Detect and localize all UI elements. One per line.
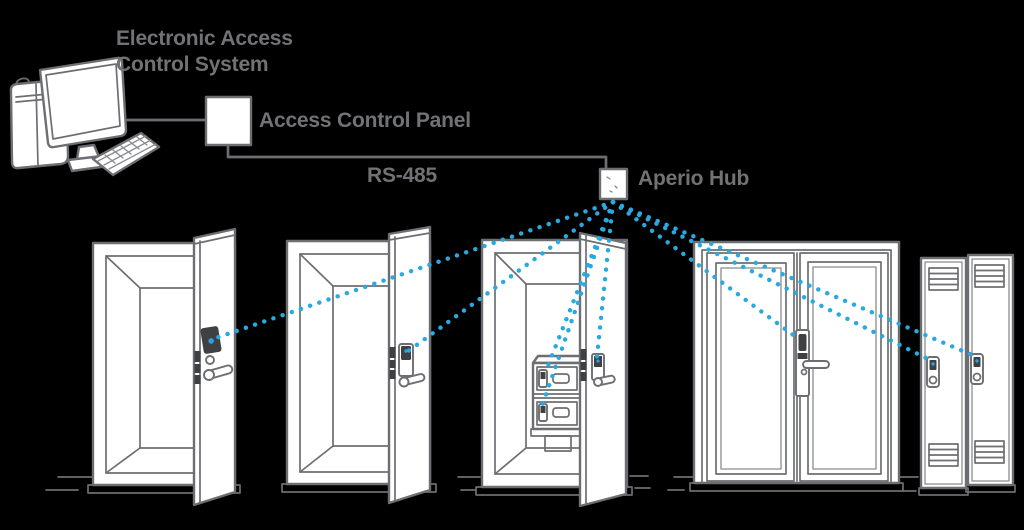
double-door-reader: [798, 334, 807, 351]
door-1: [87, 227, 241, 507]
hub-label: Aperio Hub: [638, 167, 750, 190]
access-control-panel-box: [204, 95, 253, 147]
cabinet-handle-bottom: [552, 407, 570, 418]
system-label-line1: Electronic Access: [116, 27, 293, 50]
cabinet-lock-top: [538, 369, 548, 388]
locker-1-vent-top: [928, 267, 959, 291]
computer-workstation-icon: [9, 56, 161, 177]
hub-texture: [606, 176, 618, 193]
wire-rs485-bus: [226, 145, 608, 169]
door-1-reader-led: [208, 338, 214, 344]
lockers: [918, 253, 1016, 496]
cabinet-handle-top: [552, 373, 570, 384]
double-door-lock: [795, 329, 830, 397]
wireless-links: [210, 199, 980, 409]
locker-2-vent-top: [974, 264, 1005, 288]
wireless-link-door-2-lock: [404, 199, 616, 355]
ground-marks: [45, 475, 919, 492]
wireless-link-door-3-lock: [594, 199, 616, 360]
door-2-handle: [398, 373, 426, 388]
door-3: [475, 231, 633, 508]
door-2-leaf-edges: [388, 232, 431, 502]
door-3-handle: [593, 374, 616, 387]
door-4-double: [689, 240, 904, 492]
bus-label: RS-485: [367, 164, 438, 187]
cabinet-door-bottom: [536, 401, 578, 426]
system-label: Electronic Access Control System: [116, 26, 293, 78]
locker-2-base: [965, 484, 1016, 493]
double-door-left-leaf: [706, 252, 795, 482]
double-door-sill: [689, 482, 904, 492]
door-1-cylinder: [205, 355, 215, 365]
double-door-left-panel-inner: [720, 267, 782, 470]
system-label-line2: Control System: [116, 53, 269, 76]
computer-keyboard: [91, 131, 161, 177]
panel-label: Access Control Panel: [259, 109, 471, 132]
locker-2-lock: [970, 353, 984, 385]
cabinet-divider: [532, 393, 582, 399]
double-door-keyhole: [800, 368, 808, 376]
double-door-left-panel: [715, 262, 787, 475]
door-2: [281, 225, 437, 505]
locker-2-vent-bottom: [974, 440, 1005, 464]
door-1-handle: [203, 364, 234, 381]
locker-1-vent-bottom: [928, 443, 959, 467]
double-door-reader-band: [797, 353, 808, 359]
double-door-handle: [802, 360, 830, 369]
door-3-sill: [475, 486, 633, 496]
cabinet: [530, 354, 588, 452]
aperio-hub-box: [598, 167, 629, 201]
locker-1-door: [924, 261, 963, 485]
wireless-link-locker-1-lock: [610, 199, 935, 364]
wireless-link-locker-2-lock: [610, 199, 980, 360]
door-1-leaf: [192, 227, 237, 507]
locker-1-lock: [926, 356, 940, 388]
door-2-reader: [401, 346, 411, 360]
door-2-sill: [281, 483, 437, 493]
wireless-link-door-1-lock: [210, 199, 616, 342]
cabinet-pedestal: [544, 435, 572, 452]
wireless-link-cabinet-lock-bottom: [539, 199, 616, 409]
door-3-reader-led: [596, 359, 600, 363]
door-3-lock: [580, 349, 616, 387]
door-1-lock: [194, 326, 234, 384]
door-1-sill: [87, 484, 241, 494]
wireless-link-double-door-lock: [610, 199, 803, 343]
cabinet-lock-bottom: [538, 403, 548, 422]
